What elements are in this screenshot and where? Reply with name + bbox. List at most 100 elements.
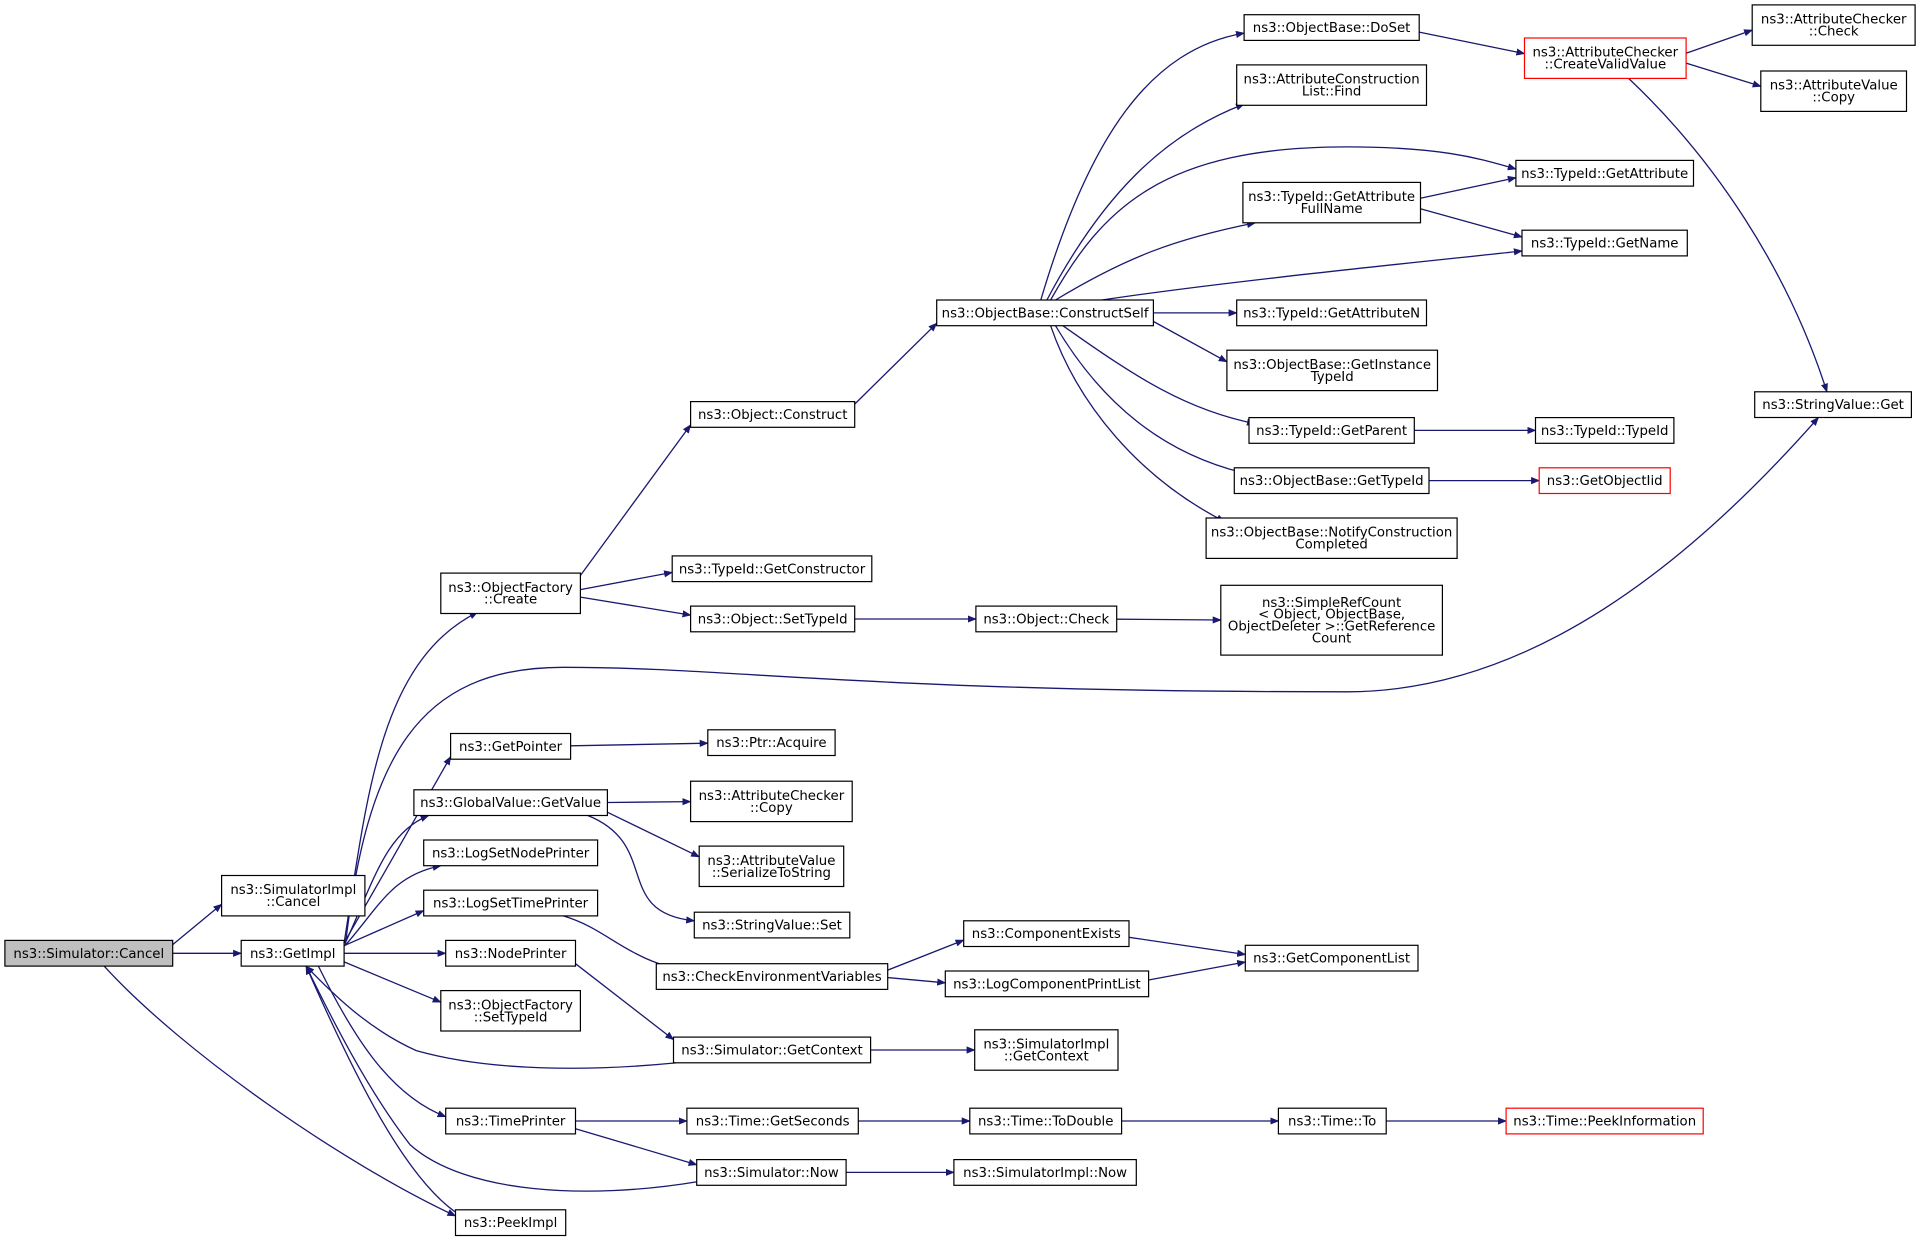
node-label-attrvalue_copy-1: ::Copy: [1812, 91, 1855, 106]
node-getcomponentlist[interactable]: ns3::GetComponentList: [1244, 944, 1419, 972]
node-box-time_to: [1277, 1107, 1387, 1135]
node-typeid_getname[interactable]: ns3::TypeId::GetName: [1521, 229, 1688, 257]
node-objbase_doset[interactable]: ns3::ObjectBase::DoSet: [1243, 14, 1420, 42]
node-label-getimpl-0: ns3::GetImpl: [250, 947, 335, 962]
edge-globalvalue_getvalue-to-stringvalue_set: [587, 814, 696, 924]
node-peekimpl[interactable]: ns3::PeekImpl: [454, 1209, 567, 1237]
node-attrchecker_check[interactable]: ns3::AttributeChecker::Check: [1751, 4, 1916, 46]
edge-attrchecker_createvalidvalue-to-attrvalue_copy: [1685, 62, 1762, 88]
node-logsettimeprinter[interactable]: ns3::LogSetTimePrinter: [423, 889, 599, 917]
node-time_peekinformation[interactable]: ns3::Time::PeekInformation: [1505, 1107, 1704, 1135]
node-attrvalue_serialize[interactable]: ns3::AttributeValue::SerializeToString: [698, 845, 845, 888]
node-sim_getcontext[interactable]: ns3::Simulator::GetContext: [672, 1036, 872, 1064]
node-box-objbase_getinstancetypeid: [1226, 349, 1439, 392]
node-box-globalvalue_getvalue: [413, 789, 608, 817]
node-label-simimpl_getcontext-0: ns3::SimulatorImpl: [983, 1038, 1109, 1053]
node-stringvalue_set[interactable]: ns3::StringValue::Set: [693, 911, 851, 939]
node-box-attrchecker_createvalidvalue: [1523, 37, 1687, 80]
edge-objfactory_create-to-typeid_getconstructor: [580, 570, 674, 591]
node-typeid_getattribute[interactable]: ns3::TypeId::GetAttribute: [1515, 159, 1695, 187]
node-box-objfactory_create: [440, 572, 581, 615]
node-getimpl[interactable]: ns3::GetImpl: [240, 939, 345, 967]
edge-typeid_getattributefullname-to-typeid_getattribute: [1420, 175, 1517, 199]
node-label-componentexists-0: ns3::ComponentExists: [972, 927, 1121, 942]
node-simimpl_cancel[interactable]: ns3::SimulatorImpl::Cancel: [221, 874, 366, 917]
edge-nodeprinter-to-sim_getcontext: [575, 963, 675, 1041]
edge-attrchecker_createvalidvalue-to-stringvalue_get: [1628, 77, 1828, 393]
node-box-sim_getcontext: [672, 1036, 872, 1064]
node-attrvalue_copy[interactable]: ns3::AttributeValue::Copy: [1760, 70, 1908, 113]
node-label-sim_now-0: ns3::Simulator::Now: [704, 1166, 839, 1181]
node-box-objbase_gettypeid: [1233, 467, 1430, 495]
node-ptr_acquire[interactable]: ns3::Ptr::Acquire: [707, 729, 836, 757]
node-typeid_typeid[interactable]: ns3::TypeId::TypeId: [1534, 417, 1675, 444]
edge-getimpl-to-objfactory_settypeid: [343, 961, 442, 1003]
node-logcomponentprintlist[interactable]: ns3::LogComponentPrintList: [944, 970, 1150, 998]
nodes-layer: ns3::Simulator::Cancelns3::SimulatorImpl…: [4, 4, 1916, 1237]
node-objbase_constructself[interactable]: ns3::ObjectBase::ConstructSelf: [936, 299, 1155, 327]
edge-objbase_constructself-to-typeid_getattribute: [1050, 146, 1517, 301]
node-time_getseconds[interactable]: ns3::Time::GetSeconds: [686, 1107, 859, 1135]
node-label-typeid_getparent-0: ns3::TypeId::GetParent: [1256, 424, 1407, 439]
edge-typeid_getattributefullname-to-typeid_getname: [1420, 208, 1523, 239]
node-box-timeprinter: [445, 1107, 577, 1135]
edge-objfactory_create-to-object_construct: [579, 424, 692, 576]
node-time_todouble[interactable]: ns3::Time::ToDouble: [969, 1107, 1123, 1135]
node-getpointer[interactable]: ns3::GetPointer: [450, 732, 572, 760]
node-checkenv[interactable]: ns3::CheckEnvironmentVariables: [655, 963, 889, 991]
node-getobjectiid[interactable]: ns3::GetObjectIid: [1538, 467, 1671, 495]
node-label-objbase_gettypeid-0: ns3::ObjectBase::GetTypeId: [1240, 474, 1424, 489]
edge-cancel-to-peekimpl: [103, 965, 457, 1217]
node-label-peekimpl-0: ns3::PeekImpl: [464, 1216, 557, 1231]
node-componentexists[interactable]: ns3::ComponentExists: [963, 920, 1130, 948]
node-box-simimpl_cancel: [221, 874, 366, 917]
node-objbase_gettypeid[interactable]: ns3::ObjectBase::GetTypeId: [1233, 467, 1430, 495]
node-label-objfactory_settypeid-1: ::SetTypeId: [474, 1010, 548, 1025]
node-box-nodeprinter: [445, 939, 577, 967]
node-box-typeid_typeid: [1534, 417, 1675, 444]
node-box-simimpl_getcontext: [974, 1029, 1119, 1071]
edge-cancel-to-simimpl_cancel: [172, 903, 223, 946]
node-box-checkenv: [655, 963, 889, 991]
node-object_check[interactable]: ns3::Object::Check: [975, 605, 1118, 633]
node-box-componentexists: [963, 920, 1130, 948]
node-nodeprinter[interactable]: ns3::NodePrinter: [445, 939, 577, 967]
node-label-simplerefcount-0: ns3::SimpleRefCount: [1262, 596, 1401, 611]
node-typeid_getparent[interactable]: ns3::TypeId::GetParent: [1248, 417, 1415, 444]
node-label-time_peekinformation-0: ns3::Time::PeekInformation: [1513, 1115, 1696, 1130]
node-box-objbase_doset: [1243, 14, 1420, 42]
node-attrchecker_createvalidvalue[interactable]: ns3::AttributeChecker::CreateValidValue: [1523, 37, 1687, 80]
node-box-typeid_getattributefullname: [1242, 181, 1422, 224]
node-sim_now[interactable]: ns3::Simulator::Now: [696, 1158, 847, 1186]
edge-objbase_constructself-to-attrconstrlist_find: [1046, 103, 1245, 301]
node-stringvalue_get[interactable]: ns3::StringValue::Get: [1754, 391, 1912, 419]
node-box-sim_now: [696, 1158, 847, 1186]
node-label-simplerefcount-1: < Object, ObjectBase,: [1258, 608, 1405, 623]
node-box-typeid_getattributen: [1236, 299, 1428, 327]
node-box-peekimpl: [454, 1209, 567, 1237]
node-logsetnodeprinter[interactable]: ns3::LogSetNodePrinter: [423, 839, 599, 867]
edge-componentexists-to-getcomponentlist: [1128, 936, 1247, 957]
node-objfactory_settypeid[interactable]: ns3::ObjectFactory::SetTypeId: [440, 989, 581, 1032]
node-simplerefcount[interactable]: ns3::SimpleRefCount< Object, ObjectBase,…: [1220, 584, 1444, 656]
node-globalvalue_getvalue[interactable]: ns3::GlobalValue::GetValue: [413, 789, 608, 817]
node-typeid_getconstructor[interactable]: ns3::TypeId::GetConstructor: [671, 555, 873, 583]
node-cancel[interactable]: ns3::Simulator::Cancel: [4, 939, 174, 967]
node-objbase_notifyconstruction[interactable]: ns3::ObjectBase::NotifyConstructionCompl…: [1205, 517, 1458, 560]
node-box-logsetnodeprinter: [423, 839, 599, 867]
node-object_settypeid[interactable]: ns3::Object::SetTypeId: [689, 605, 856, 633]
node-timeprinter[interactable]: ns3::TimePrinter: [445, 1107, 577, 1135]
node-time_to[interactable]: ns3::Time::To: [1277, 1107, 1387, 1135]
node-label-time_todouble-0: ns3::Time::ToDouble: [978, 1115, 1113, 1130]
node-simimpl_now[interactable]: ns3::SimulatorImpl::Now: [953, 1158, 1137, 1186]
node-simimpl_getcontext[interactable]: ns3::SimulatorImpl::GetContext: [974, 1029, 1119, 1071]
node-object_construct[interactable]: ns3::Object::Construct: [689, 401, 856, 428]
node-attrchecker_copy_mid[interactable]: ns3::AttributeChecker::Copy: [689, 780, 853, 823]
node-box-ptr_acquire: [707, 729, 836, 757]
node-label-objbase_getinstancetypeid-0: ns3::ObjectBase::GetInstance: [1233, 358, 1431, 373]
node-typeid_getattributen[interactable]: ns3::TypeId::GetAttributeN: [1236, 299, 1428, 327]
node-objfactory_create[interactable]: ns3::ObjectFactory::Create: [440, 572, 581, 615]
